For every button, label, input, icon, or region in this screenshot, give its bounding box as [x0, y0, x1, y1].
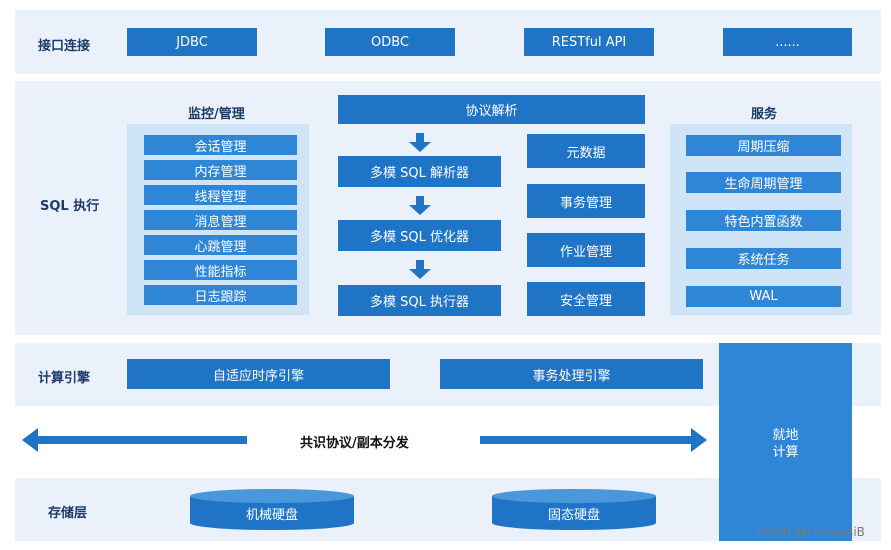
- hdd-disk-top: [190, 489, 354, 503]
- protocol-parse-box: 协议解析: [338, 95, 645, 124]
- monitor-item: 内存管理: [144, 160, 297, 180]
- down-arrow-icon: [409, 205, 431, 215]
- watermark: CSDN @LucianaiB: [757, 525, 865, 539]
- local-compute-label-1: 就地: [772, 428, 799, 443]
- hdd-disk: 机械硬盘: [190, 496, 354, 530]
- ssd-label: 固态硬盘: [547, 507, 600, 523]
- monitor-item: 日志跟踪: [144, 285, 297, 305]
- consensus-label: 共识协议/副本分发: [300, 436, 409, 451]
- down-arrow-icon: [409, 269, 431, 279]
- down-arrow-icon: [416, 260, 424, 269]
- sql-parser-box: 多模 SQL 解析器: [338, 156, 501, 187]
- down-arrow-icon: [409, 142, 431, 152]
- down-arrow-icon: [416, 133, 424, 142]
- monitor-item: 性能指标: [144, 260, 297, 280]
- adaptive-timeseries-engine: 自适应时序引擎: [127, 359, 390, 389]
- interface-odbc: ODBC: [325, 28, 455, 56]
- service-item: 生命周期管理: [686, 172, 841, 193]
- ssd-disk: 固态硬盘: [492, 496, 656, 530]
- transaction-processing-engine: 事务处理引擎: [440, 359, 703, 389]
- local-compute-column: 就地 计算: [719, 343, 852, 541]
- sql-executor-box: 多模 SQL 执行器: [338, 285, 501, 316]
- row-label-sql: SQL 执行: [40, 199, 100, 214]
- service-item: 特色内置函数: [686, 210, 841, 231]
- ssd-disk-top: [492, 489, 656, 503]
- security-box: 安全管理: [527, 282, 645, 316]
- monitor-title: 监控/管理: [188, 107, 245, 122]
- monitor-item: 心跳管理: [144, 235, 297, 255]
- down-arrow-icon: [416, 196, 424, 205]
- row-label-storage: 存储层: [48, 506, 88, 521]
- service-item: 周期压缩: [686, 135, 841, 156]
- service-title: 服务: [751, 107, 778, 122]
- local-compute-label-2: 计算: [772, 445, 799, 460]
- left-arrow-shaft: [37, 436, 247, 444]
- right-arrow-icon: [691, 428, 707, 452]
- monitor-item: 会话管理: [144, 135, 297, 155]
- transaction-box: 事务管理: [527, 184, 645, 218]
- monitor-item: 消息管理: [144, 210, 297, 230]
- interface-restful: RESTful API: [524, 28, 654, 56]
- service-item: WAL: [686, 286, 841, 307]
- service-item: 系统任务: [686, 248, 841, 269]
- row-label-compute: 计算引擎: [38, 371, 91, 386]
- hdd-label: 机械硬盘: [245, 507, 298, 523]
- right-arrow-shaft: [480, 436, 692, 444]
- sql-optimizer-box: 多模 SQL 优化器: [338, 220, 501, 251]
- monitor-item: 线程管理: [144, 185, 297, 205]
- row-label-interface: 接口连接: [38, 39, 91, 54]
- interface-more: ......: [723, 28, 852, 56]
- interface-jdbc: JDBC: [127, 28, 257, 56]
- job-box: 作业管理: [527, 233, 645, 267]
- left-arrow-icon: [22, 428, 38, 452]
- metadata-box: 元数据: [527, 134, 645, 168]
